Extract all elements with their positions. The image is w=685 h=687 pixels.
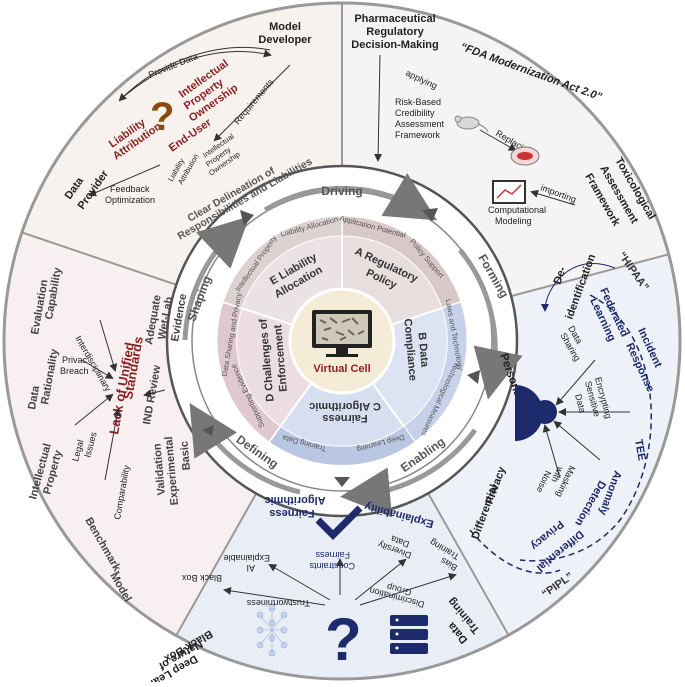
privacy-dashed-boundary bbox=[519, 294, 652, 562]
liab-model-dev-1: Model bbox=[269, 21, 301, 33]
arc-shaping bbox=[182, 216, 250, 341]
neural-network-icon bbox=[256, 604, 288, 657]
priv-tee: TEE bbox=[632, 438, 648, 461]
seg-b-title-2: Compliance bbox=[401, 318, 418, 381]
reg-title-2: Regulatory bbox=[366, 26, 424, 38]
liab-model-dev-2: Developer bbox=[258, 34, 312, 46]
reg-title-1: Pharmaceutical bbox=[354, 13, 435, 25]
arc-enabling bbox=[340, 428, 478, 518]
monitor-icon bbox=[312, 310, 372, 357]
fair-explainable-1: Explainable bbox=[223, 553, 270, 563]
reg-computational-2: Modeling bbox=[495, 216, 532, 226]
priv-deident-1: De- bbox=[552, 265, 569, 286]
fair-constraints-1: Fairness bbox=[315, 550, 350, 560]
fair-explainable-2: AI bbox=[246, 563, 255, 573]
seg-d-title-2: Enforcement bbox=[272, 324, 290, 392]
fair-algo-2: Fairness bbox=[269, 507, 314, 519]
seg-c-title-1: C Algorithmic bbox=[309, 400, 381, 412]
personal-data-shield-icon bbox=[515, 385, 543, 441]
chart-monitor-icon bbox=[492, 180, 526, 204]
question-mark-icon: ? bbox=[150, 95, 174, 139]
seg-c-title-2: Fairness bbox=[322, 412, 367, 424]
checkmark-icon bbox=[315, 505, 363, 540]
reg-title-3: Decision-Making bbox=[351, 39, 438, 51]
ev-rational-1: Data bbox=[26, 384, 42, 410]
ev-basic-3: Validation bbox=[151, 443, 168, 496]
arc-forming bbox=[458, 248, 523, 400]
reg-framework-4: Framework bbox=[395, 130, 441, 140]
liab-feedback-2: Optimization bbox=[105, 195, 155, 205]
reg-framework-1: Risk-Based bbox=[395, 97, 441, 107]
reg-framework-2: Credibility bbox=[395, 108, 435, 118]
seg-b-title-1: B Data bbox=[415, 332, 430, 369]
ev-privac-1: Privac bbox=[62, 355, 88, 365]
center-title: Virtual Cell bbox=[313, 363, 370, 375]
fair-trust: Trustworthiness bbox=[246, 598, 310, 608]
personal-data-node-icon bbox=[533, 400, 557, 424]
ev-basic-1: Basic bbox=[178, 440, 193, 470]
arc-driving bbox=[263, 173, 438, 221]
reg-computational-1: Computational bbox=[488, 205, 546, 215]
fair-black-box: Black Box bbox=[181, 573, 222, 583]
ev-basic-2: Experimental bbox=[163, 436, 181, 506]
liab-feedback-1: Feedback bbox=[110, 184, 150, 194]
priv-encrypting-3: Data bbox=[573, 393, 588, 414]
petri-dish-icon bbox=[510, 146, 540, 166]
fair-constraints-2: Constraints bbox=[309, 561, 355, 571]
fair-algo-1: Algorithmic bbox=[264, 494, 325, 506]
question-mark-icon-navy: ? bbox=[325, 606, 362, 673]
mouse-icon bbox=[454, 115, 489, 133]
ev-privac-2: Breach bbox=[60, 366, 89, 376]
ring-label-driving: Driving bbox=[321, 184, 362, 198]
privacy-dashed-lower bbox=[469, 529, 561, 574]
server-icon bbox=[390, 615, 428, 654]
reg-framework-3: Assessment bbox=[395, 119, 445, 129]
